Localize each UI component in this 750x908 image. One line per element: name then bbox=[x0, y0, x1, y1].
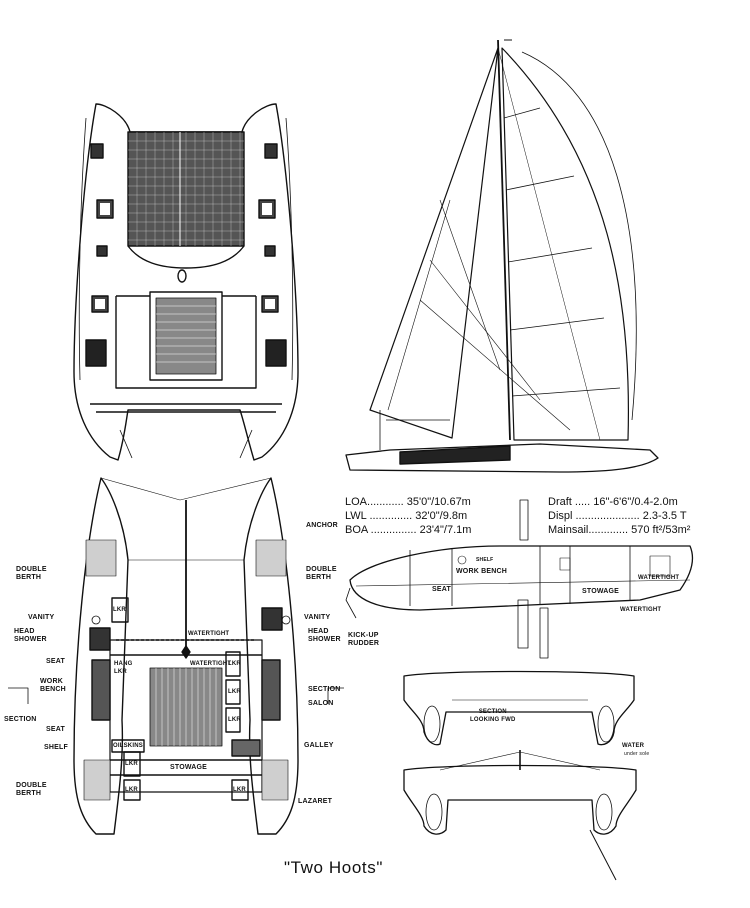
label-section-right: SECTION bbox=[308, 686, 341, 693]
section-label-looking-fwd: SECTION LOOKING FWD bbox=[470, 709, 516, 723]
label-lkr-3: LKR bbox=[228, 689, 241, 695]
label-vanity-left: VANITY bbox=[28, 614, 55, 621]
deck-plan-drawing bbox=[74, 104, 298, 460]
label-watertight-2: WATERTIGHT bbox=[190, 661, 232, 667]
label-lkr-4: LKR bbox=[228, 717, 241, 723]
label-vanity-right: VANITY bbox=[304, 614, 331, 621]
section-label-water: WATER bbox=[622, 743, 645, 749]
profile-label-stowage: STOWAGE bbox=[582, 588, 620, 595]
profile-label-seat: SEAT bbox=[432, 586, 451, 593]
label-hang-lkr: HANG LKR bbox=[114, 661, 133, 675]
label-anchor: ANCHOR bbox=[306, 522, 338, 529]
sail-plan-drawing bbox=[346, 40, 658, 472]
profile-label-watertight-a: WATERTIGHT bbox=[638, 575, 680, 581]
spec-mainsail: Mainsail............. 570 ft²/53m² bbox=[548, 524, 691, 536]
label-seat-left: SEAT bbox=[46, 658, 65, 665]
label-head-shower-right: HEAD SHOWER bbox=[308, 628, 341, 643]
accommodation-plan-drawing bbox=[8, 478, 344, 834]
profile-label-work-bench: WORK BENCH bbox=[456, 568, 507, 575]
profile-label-kick-up-rudder: KICK-UP RUDDER bbox=[348, 632, 380, 647]
section-label-under-sole: under sole bbox=[624, 751, 650, 757]
label-double-berth-right: DOUBLE BERTH bbox=[306, 566, 337, 581]
spec-lwl: LWL .............. 32'0"/9.8m bbox=[345, 510, 468, 522]
label-lkr-6: LKR bbox=[125, 787, 138, 793]
label-watertight-1: WATERTIGHT bbox=[188, 631, 230, 637]
drawing-title: "Two Hoots" bbox=[284, 858, 383, 877]
label-double-berth-left-2: DOUBLE BERTH bbox=[16, 782, 47, 797]
label-lkr-2: LKR bbox=[228, 661, 241, 667]
label-lkr-7: LKR bbox=[233, 787, 246, 793]
label-section-left: SECTION bbox=[4, 716, 37, 723]
label-head-shower-left: HEAD SHOWER bbox=[14, 628, 47, 643]
label-lkr-5: LKR bbox=[125, 761, 138, 767]
spec-boa: BOA ............... 23'4"/7.1m bbox=[345, 524, 472, 536]
label-stowage: STOWAGE bbox=[170, 764, 208, 771]
spec-displ: Displ ..................... 2.3-3.5 T bbox=[548, 510, 687, 522]
label-oilskins: OILSKINS bbox=[113, 743, 143, 749]
inboard-profile-drawing bbox=[346, 500, 692, 658]
profile-label-shelf: SHELF bbox=[476, 557, 494, 563]
spec-loa: LOA............ 35'0"/10.67m bbox=[345, 496, 471, 508]
cross-section-drawings bbox=[404, 672, 636, 881]
label-salon: SALON bbox=[308, 700, 334, 707]
label-galley: GALLEY bbox=[304, 742, 334, 749]
label-seat-left-2: SEAT bbox=[46, 726, 65, 733]
profile-label-watertight-b: WATERTIGHT bbox=[620, 607, 662, 613]
label-shelf: SHELF bbox=[44, 744, 68, 751]
spec-draft: Draft ..... 16"-6'6"/0.4-2.0m bbox=[548, 496, 678, 508]
label-double-berth-left: DOUBLE BERTH bbox=[16, 566, 47, 581]
label-work-bench: WORK BENCH bbox=[40, 678, 66, 693]
label-lazaret: LAZARET bbox=[298, 798, 333, 805]
label-lkr-1: LKR bbox=[113, 607, 126, 613]
